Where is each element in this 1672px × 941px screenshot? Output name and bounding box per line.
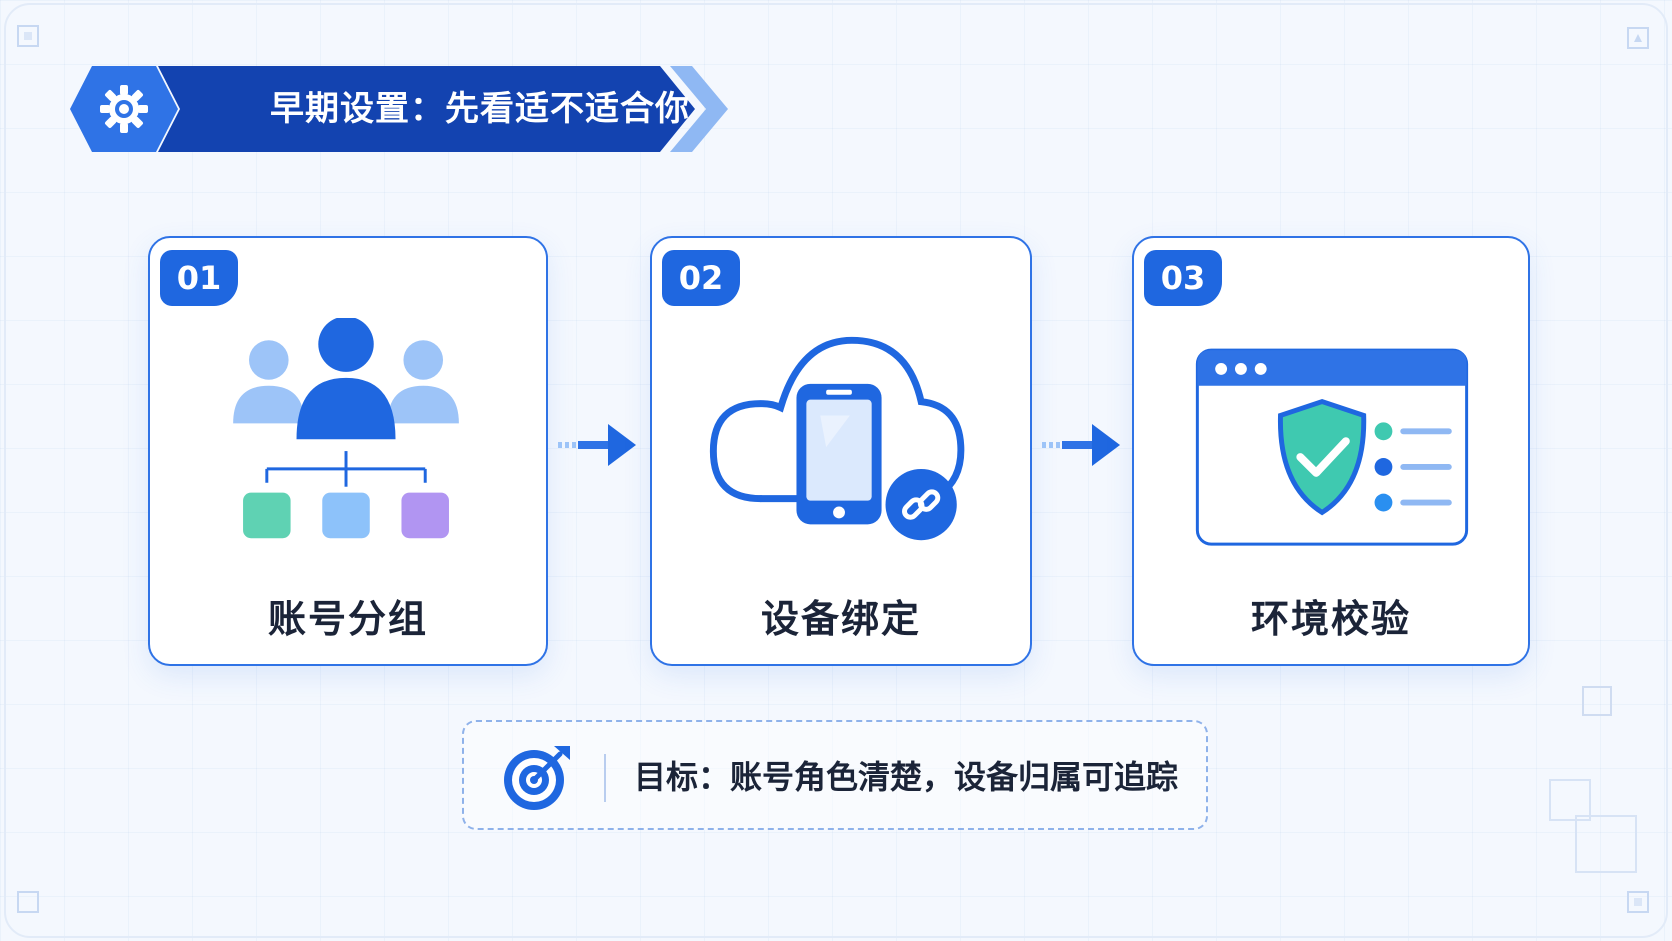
flow-arrow-icon — [1042, 424, 1120, 466]
target-icon — [504, 746, 570, 810]
header-banner: 早期设置：先看适不适合你 — [70, 66, 730, 152]
goal-divider — [604, 754, 606, 802]
step-label: 设备绑定 — [760, 597, 921, 641]
step-number-badge: 02 — [662, 250, 740, 306]
cloud-phone-link-icon — [709, 336, 965, 541]
step-card-account-group: 01 账号分组 — [148, 236, 548, 666]
step-number-badge: 01 — [160, 250, 238, 306]
page-title: 早期设置：先看适不适合你 — [270, 89, 690, 129]
step-card-environment-check: 03 环境校验 — [1132, 236, 1530, 666]
corner-decoration — [1627, 27, 1649, 49]
corner-decoration — [17, 25, 39, 47]
corner-decoration — [17, 891, 39, 913]
corner-decoration — [1582, 686, 1612, 716]
corner-decoration — [1549, 779, 1637, 873]
step-label: 账号分组 — [267, 597, 428, 641]
gear-icon — [100, 85, 148, 133]
page-frame — [4, 3, 1668, 938]
account-group-icon — [233, 318, 459, 539]
step-label: 环境校验 — [1250, 597, 1411, 641]
goal-box: 目标：账号角色清楚，设备归属可追踪 — [462, 720, 1208, 830]
corner-decoration — [1627, 891, 1649, 913]
browser-shield-check-icon — [1195, 348, 1469, 546]
goal-text: 目标：账号角色清楚，设备归属可追踪 — [634, 758, 1179, 796]
flow-arrow-icon — [558, 424, 636, 466]
step-number-badge: 03 — [1144, 250, 1222, 306]
step-card-device-binding: 02 设备绑定 — [650, 236, 1032, 666]
